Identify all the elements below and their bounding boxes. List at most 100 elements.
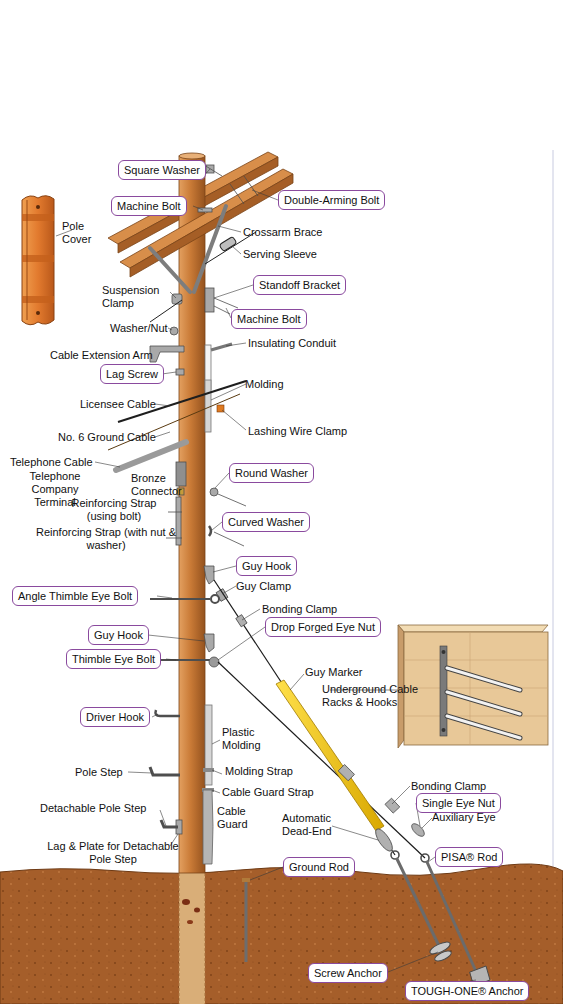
guy-wire bbox=[214, 580, 395, 855]
callout-text: Curved Washer bbox=[228, 515, 304, 529]
callout-text: Guy Hook bbox=[242, 559, 291, 573]
leader-line bbox=[212, 522, 222, 530]
leader-line bbox=[162, 372, 176, 374]
part-label: Suspension Clamp bbox=[102, 284, 174, 310]
leader-line bbox=[95, 462, 120, 467]
part-callout: Square Washer bbox=[118, 160, 206, 180]
callout-text: Square Washer bbox=[124, 163, 200, 177]
underground-rack-inset bbox=[447, 692, 520, 714]
callout-text: Driver Hook bbox=[86, 710, 144, 724]
part-callout: Machine Bolt bbox=[231, 309, 307, 329]
guy-fittings bbox=[373, 826, 396, 853]
hardware bbox=[211, 595, 219, 603]
part-label: Reinforcing Strap (with nut & washer) bbox=[36, 526, 176, 552]
hardware bbox=[204, 566, 214, 584]
anchor-rod bbox=[427, 862, 478, 976]
underground-rack-inset bbox=[404, 632, 548, 745]
part-label: Licensee Cable bbox=[80, 398, 156, 411]
utility-pole bbox=[179, 156, 205, 873]
pole-cover bbox=[22, 196, 54, 325]
buried-pole bbox=[179, 873, 205, 1004]
leader-line bbox=[392, 786, 410, 804]
leader-line bbox=[226, 343, 246, 346]
leader-line bbox=[250, 867, 283, 880]
leader-line bbox=[193, 206, 203, 210]
part-callout: Round Washer bbox=[229, 463, 314, 483]
hardware bbox=[210, 488, 218, 496]
callout-text: Guy Hook bbox=[94, 628, 143, 642]
serving-sleeve bbox=[150, 300, 182, 322]
leader-line bbox=[155, 432, 170, 437]
crossarm-brace bbox=[150, 206, 226, 292]
underground-rack-inset bbox=[404, 660, 548, 661]
guy-fittings bbox=[236, 615, 429, 862]
callout-text: Drop Forged Eye Nut bbox=[271, 620, 375, 634]
leader-line bbox=[157, 596, 172, 598]
underground-rack-inset bbox=[447, 668, 520, 690]
leader-line bbox=[290, 674, 304, 690]
buried-pole bbox=[179, 873, 205, 1004]
part-callout: Double-Arming Bolt bbox=[278, 190, 385, 210]
cable-run bbox=[116, 442, 186, 470]
hardware bbox=[214, 306, 230, 314]
hardware bbox=[170, 327, 178, 335]
part-label: Pole Cover bbox=[62, 220, 102, 246]
leader-line bbox=[152, 714, 158, 717]
part-label: Serving Sleeve bbox=[243, 248, 317, 261]
pole-cover bbox=[36, 205, 40, 209]
callout-text: Double-Arming Bolt bbox=[284, 193, 379, 207]
hardware bbox=[150, 767, 180, 775]
hardware bbox=[156, 710, 181, 716]
callout-text: TOUGH-ONE® Anchor bbox=[411, 984, 523, 998]
utility-pole bbox=[179, 153, 205, 873]
underground-rack-inset bbox=[447, 668, 520, 690]
part-label: Crossarm Brace bbox=[243, 226, 322, 239]
hardware bbox=[209, 526, 211, 536]
callout-text: Lag Screw bbox=[106, 367, 158, 381]
part-callout: Screw Anchor bbox=[308, 963, 388, 983]
part-callout: PISA® Rod bbox=[435, 847, 503, 867]
part-label: Automatic Dead-End bbox=[282, 812, 344, 838]
part-label: Bronze Connector bbox=[131, 472, 189, 498]
pole-cover bbox=[27, 200, 28, 320]
leader-line bbox=[155, 404, 170, 406]
hardware bbox=[168, 512, 182, 513]
conduit-and-molding bbox=[203, 790, 213, 864]
underground-rack-inset bbox=[404, 688, 548, 689]
anchor-rod bbox=[397, 859, 490, 986]
hardware bbox=[205, 288, 214, 312]
part-label: Lashing Wire Clamp bbox=[248, 425, 347, 438]
ground bbox=[0, 864, 563, 1004]
buried-pole bbox=[187, 920, 193, 924]
part-label: Bonding Clamp bbox=[262, 603, 337, 616]
hardware bbox=[176, 369, 184, 375]
part-callout: TOUGH-ONE® Anchor bbox=[405, 981, 529, 1001]
part-callout: Driver Hook bbox=[80, 707, 150, 727]
part-callout: Angle Thimble Eye Bolt bbox=[12, 586, 138, 606]
part-label: Lag & Plate for Detachable Pole Step bbox=[44, 840, 182, 866]
part-label: Molding Strap bbox=[225, 765, 293, 778]
part-label: Cable Extension Arm bbox=[50, 349, 153, 362]
part-callout: Curved Washer bbox=[222, 512, 310, 532]
buried-pole bbox=[205, 873, 206, 1004]
buried-pole bbox=[194, 908, 200, 913]
underground-rack-inset bbox=[404, 716, 548, 717]
ground-rod bbox=[242, 878, 250, 962]
leader-line bbox=[148, 635, 204, 641]
cable-run bbox=[108, 381, 246, 470]
leader-line bbox=[215, 473, 229, 488]
pole-cover bbox=[36, 311, 40, 315]
guy-wire bbox=[214, 580, 425, 858]
guy-wire bbox=[218, 662, 425, 858]
ground-rod bbox=[245, 880, 248, 962]
hardware bbox=[230, 184, 244, 204]
callout-text: Angle Thimble Eye Bolt bbox=[18, 589, 132, 603]
underground-rack-inset bbox=[398, 625, 548, 632]
conduit-and-molding bbox=[205, 705, 212, 785]
leader-line bbox=[332, 826, 378, 840]
leader-line bbox=[252, 190, 278, 200]
leader-line bbox=[242, 609, 260, 620]
leader-line bbox=[212, 790, 220, 793]
hardware bbox=[150, 598, 210, 600]
